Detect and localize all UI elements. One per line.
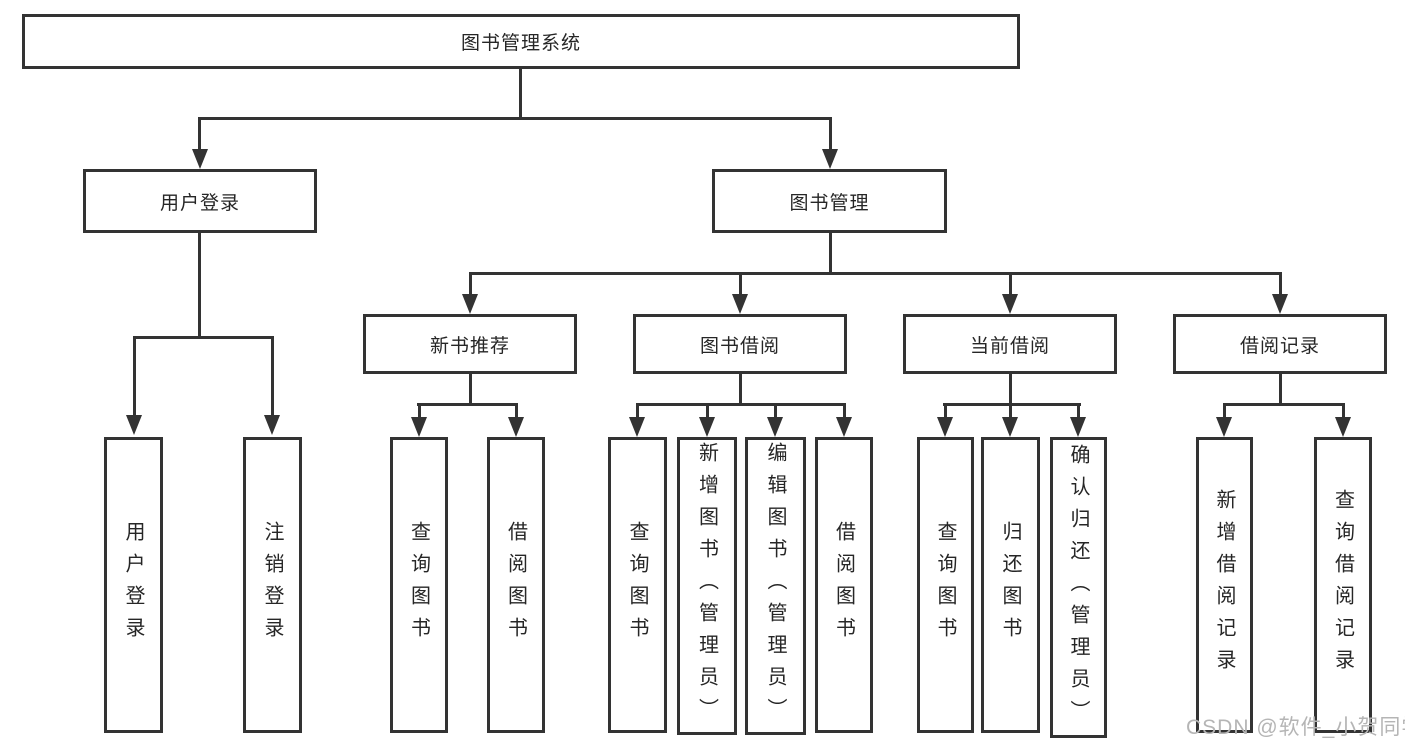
arrow-down-icon (1216, 417, 1232, 437)
connector-line-vertical (1009, 374, 1012, 406)
node-current-confirm-return-admin: 确认归还（管理员） (1050, 437, 1107, 738)
node-borrow-records: 借阅记录 (1173, 314, 1387, 374)
node-new-book-recommend: 新书推荐 (363, 314, 577, 374)
node-book-management: 图书管理 (712, 169, 947, 233)
node-leaf-user-login: 用户登录 (104, 437, 163, 733)
node-borrowing-edit-books-admin-label: 编辑图书（管理员） (764, 442, 786, 730)
connector-line-vertical (515, 403, 518, 421)
arrow-down-icon (1002, 294, 1018, 314)
node-borrowing-edit-books-admin: 编辑图书（管理员） (745, 437, 806, 735)
node-current-borrowing: 当前借阅 (903, 314, 1117, 374)
node-borrowing-add-books-admin-label: 新增图书（管理员） (695, 442, 718, 730)
node-library-system: 图书管理系统 (22, 14, 1020, 69)
arrow-down-icon (192, 149, 208, 169)
arrow-down-icon (411, 417, 427, 437)
node-borrowing-query-books: 查询图书 (608, 437, 667, 733)
node-current-query-books-label: 查询图书 (934, 521, 956, 649)
node-book-management-label: 图书管理 (789, 192, 870, 214)
connector-line-vertical (1223, 403, 1226, 421)
node-records-query-record: 查询借阅记录 (1314, 437, 1372, 733)
connector-line-vertical (198, 117, 201, 153)
connector-line-horizontal (198, 117, 832, 120)
arrow-down-icon (462, 294, 478, 314)
arrow-down-icon (1002, 417, 1018, 437)
watermark: CSDN @软件_小贺同学 (1186, 716, 1405, 739)
node-borrowing-borrow-books: 借阅图书 (815, 437, 873, 733)
connector-line-vertical (133, 336, 136, 419)
connector-line-vertical (418, 403, 421, 421)
node-records-add-record: 新增借阅记录 (1196, 437, 1253, 733)
connector-line-vertical (1077, 403, 1080, 421)
connector-line-vertical (469, 272, 472, 298)
connector-line-vertical (519, 69, 522, 118)
node-user-login-label: 用户登录 (159, 192, 240, 214)
node-records-add-record-label: 新增借阅记录 (1213, 489, 1235, 681)
node-borrowing-add-books-admin: 新增图书（管理员） (677, 437, 737, 735)
node-leaf-logout-label: 注销登录 (261, 521, 283, 649)
arrow-down-icon (699, 417, 715, 437)
connector-line-horizontal (133, 336, 274, 339)
node-leaf-logout: 注销登录 (243, 437, 302, 733)
connector-line-horizontal (636, 403, 845, 406)
node-borrowing-borrow-books-label: 借阅图书 (832, 521, 855, 649)
arrow-down-icon (836, 417, 852, 437)
connector-line-vertical (198, 232, 201, 338)
connector-line-vertical (739, 272, 742, 298)
connector-line-vertical (1009, 403, 1012, 421)
node-library-system-label: 图书管理系统 (460, 33, 581, 54)
connector-line-vertical (636, 403, 639, 421)
connector-line-vertical (1279, 272, 1282, 298)
arrow-down-icon (767, 417, 783, 437)
arrow-down-icon (822, 149, 838, 169)
node-borrowing-query-books-label: 查询图书 (626, 521, 648, 649)
node-new-book-recommend-label: 新书推荐 (429, 335, 510, 357)
connector-line-vertical (843, 403, 846, 421)
connector-line-vertical (944, 403, 947, 421)
node-user-login: 用户登录 (83, 169, 317, 233)
node-records-query-record-label: 查询借阅记录 (1331, 489, 1354, 681)
node-borrow-records-label: 借阅记录 (1239, 335, 1320, 357)
node-recommend-borrow-books: 借阅图书 (487, 437, 545, 733)
node-book-borrowing: 图书借阅 (633, 314, 847, 374)
node-current-confirm-return-admin-label: 确认归还（管理员） (1067, 443, 1089, 732)
connector-line-vertical (469, 374, 472, 406)
connector-line-horizontal (943, 403, 1081, 406)
connector-line-horizontal (1223, 403, 1345, 406)
arrow-down-icon (937, 417, 953, 437)
connector-line-vertical (271, 336, 274, 419)
node-current-query-books: 查询图书 (917, 437, 974, 733)
connector-line-vertical (1342, 403, 1345, 421)
node-recommend-query-books: 查询图书 (390, 437, 448, 733)
node-recommend-borrow-books-label: 借阅图书 (504, 521, 527, 649)
node-current-borrowing-label: 当前借阅 (969, 335, 1050, 357)
connector-line-vertical (1009, 272, 1012, 298)
arrow-down-icon (629, 417, 645, 437)
connector-line-vertical (706, 403, 709, 421)
node-leaf-user-login-label: 用户登录 (122, 521, 144, 649)
node-book-borrowing-label: 图书借阅 (699, 335, 780, 357)
connector-line-horizontal (469, 272, 1282, 275)
connector-line-vertical (739, 374, 742, 406)
connector-line-vertical (829, 117, 832, 153)
arrow-down-icon (732, 294, 748, 314)
connector-line-horizontal (417, 403, 518, 406)
arrow-down-icon (1335, 417, 1351, 437)
connector-line-vertical (774, 403, 777, 421)
arrow-down-icon (264, 415, 280, 435)
connector-line-vertical (1279, 374, 1282, 406)
arrow-down-icon (508, 417, 524, 437)
arrow-down-icon (1272, 294, 1288, 314)
connector-line-vertical (829, 232, 832, 275)
node-current-return-books-label: 归还图书 (999, 521, 1021, 649)
node-recommend-query-books-label: 查询图书 (407, 521, 430, 649)
arrow-down-icon (126, 415, 142, 435)
arrow-down-icon (1070, 417, 1086, 437)
node-current-return-books: 归还图书 (981, 437, 1040, 733)
